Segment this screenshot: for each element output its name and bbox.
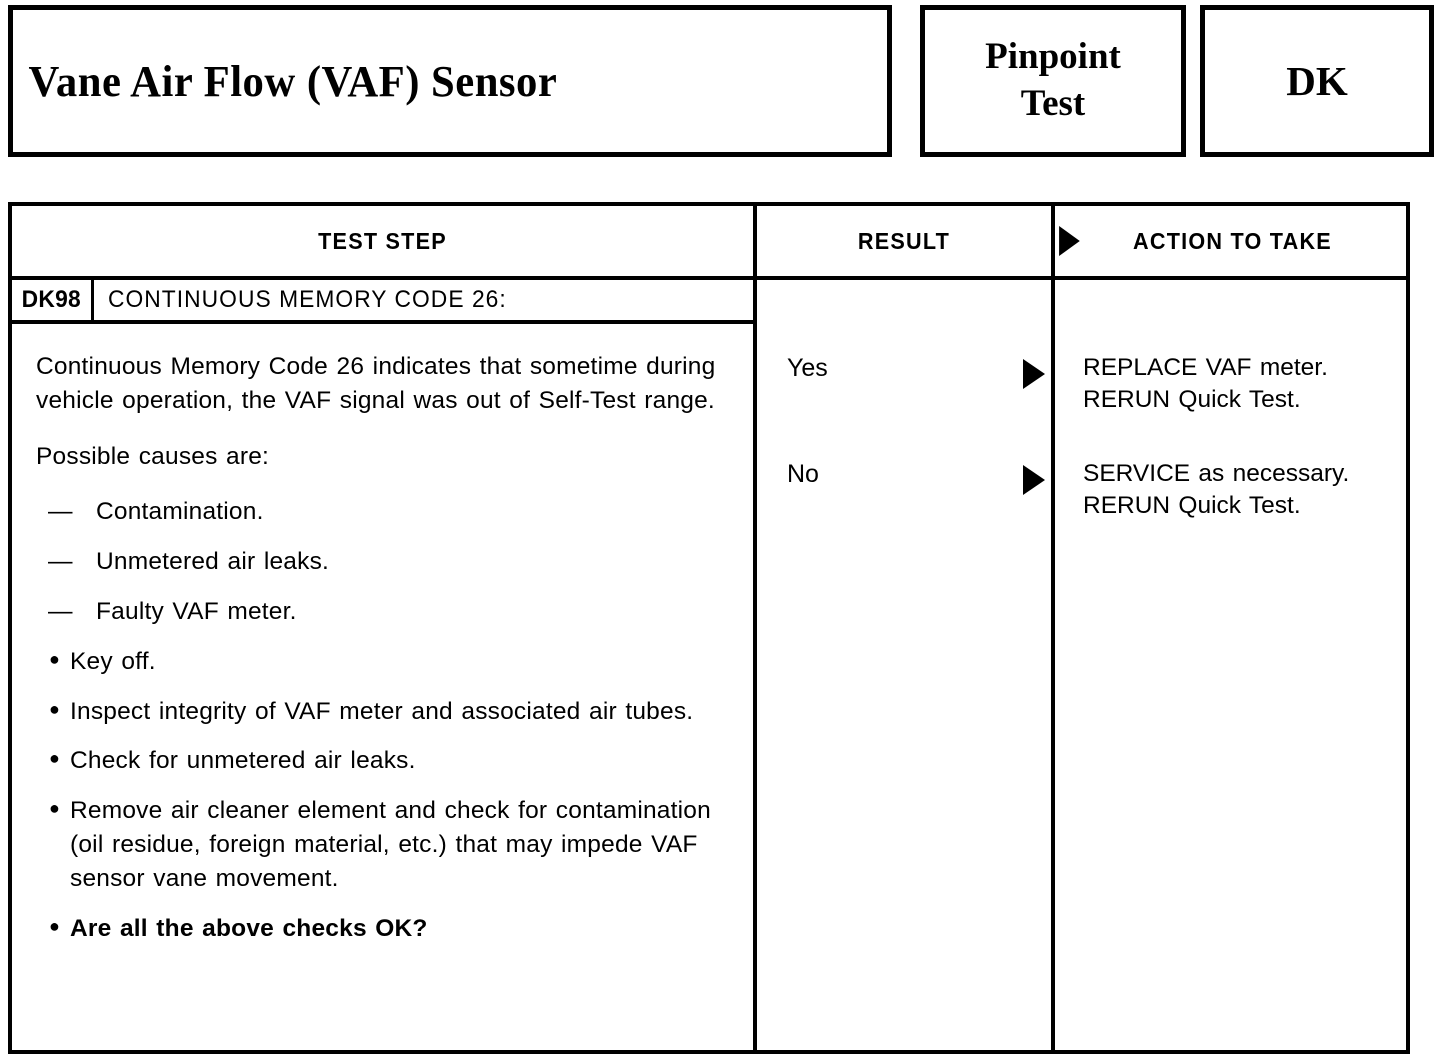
section-code-label: DK: [1286, 58, 1348, 104]
bullet-marker: ●: [49, 748, 61, 769]
pinpoint-test-table: TEST STEP RESULT ACTION TO TAKE DK98 CON…: [8, 202, 1410, 1054]
page-title: Vane Air Flow (VAF) Sensor: [28, 56, 558, 106]
list-item: — Unmetered air leaks.: [36, 545, 727, 579]
bullet-marker: ●: [49, 698, 61, 719]
test-step-id: DK98: [21, 286, 82, 313]
dash-marker: —: [48, 498, 73, 526]
list-item-label: Faulty VAF meter.: [96, 597, 297, 625]
column-header-test-step: TEST STEP: [318, 227, 447, 254]
result-label-yes: Yes: [787, 354, 828, 382]
test-step-id-cell: DK98: [12, 280, 94, 320]
action-line: RERUN Quick Test.: [1083, 386, 1301, 414]
page-header: Vane Air Flow (VAF) Sensor Pinpoint Test…: [0, 0, 1440, 180]
pinpoint-label-line1: Pinpoint: [985, 36, 1121, 78]
step-intro-paragraph: Continuous Memory Code 26 indicates that…: [36, 353, 716, 414]
bullet-marker: ●: [49, 915, 61, 936]
column-header-action-to-take: ACTION TO TAKE: [1133, 227, 1332, 254]
section-code-box: DK: [1200, 5, 1434, 157]
list-item-label: Contamination.: [96, 498, 264, 526]
right-arrow-icon: [1023, 359, 1045, 389]
list-item: ● Check for unmetered air leaks.: [36, 744, 727, 778]
pinpoint-test-box: Pinpoint Test: [920, 5, 1186, 157]
right-arrow-icon: [1023, 465, 1045, 495]
dash-marker: —: [48, 597, 73, 625]
test-step-id-row: DK98 CONTINUOUS MEMORY CODE 26:: [12, 280, 753, 324]
list-item-label: Inspect integrity of VAF meter and assoc…: [70, 697, 694, 725]
checks-list: ● Key off. ● Inspect integrity of VAF me…: [36, 645, 727, 946]
step-question-label: Are all the above checks OK?: [70, 914, 428, 942]
action-line: RERUN Quick Test.: [1083, 492, 1301, 520]
test-step-title-cell: CONTINUOUS MEMORY CODE 26:: [94, 280, 753, 320]
column-header-result: RESULT: [766, 206, 1080, 276]
column-header-result-label: RESULT: [857, 227, 951, 254]
column-divider-action: [1051, 206, 1055, 1050]
possible-causes-heading: Possible causes are:: [36, 442, 270, 470]
table-header-row: TEST STEP RESULT ACTION TO TAKE: [12, 206, 1406, 280]
action-branch-yes: REPLACE VAF meter. RERUN Quick Test.: [1055, 352, 1405, 417]
list-item-question: ● Are all the above checks OK?: [36, 912, 727, 946]
component-title-box: Vane Air Flow (VAF) Sensor: [8, 5, 892, 157]
list-item: ● Inspect integrity of VAF meter and ass…: [36, 695, 727, 729]
bullet-marker: ●: [49, 648, 61, 669]
right-arrow-icon: [1059, 226, 1080, 256]
list-item-label: Unmetered air leaks.: [96, 548, 330, 576]
action-line: SERVICE as necessary.: [1083, 460, 1350, 487]
possible-causes-list: — Contamination. — Unmetered air leaks. …: [36, 495, 727, 628]
list-item-label: Check for unmetered air leaks.: [70, 747, 416, 775]
list-item: ● Remove air cleaner element and check f…: [36, 794, 727, 895]
bullet-marker: ●: [49, 798, 61, 819]
result-label-no: No: [787, 460, 819, 488]
list-item: — Faulty VAF meter.: [36, 595, 727, 629]
action-branch-no: SERVICE as necessary. RERUN Quick Test.: [1055, 458, 1405, 523]
test-step-body: Continuous Memory Code 26 indicates that…: [12, 324, 753, 961]
dash-marker: —: [48, 548, 73, 576]
pinpoint-label-line2: Test: [1020, 83, 1086, 124]
list-item-label: Key off.: [70, 647, 156, 675]
list-item: ● Key off.: [36, 645, 727, 679]
action-line: REPLACE VAF meter.: [1083, 354, 1328, 381]
column-divider-result: [753, 206, 757, 1050]
test-step-title: CONTINUOUS MEMORY CODE 26:: [108, 286, 507, 313]
list-item: — Contamination.: [36, 495, 727, 529]
list-item-label: Remove air cleaner element and check for…: [70, 797, 711, 892]
